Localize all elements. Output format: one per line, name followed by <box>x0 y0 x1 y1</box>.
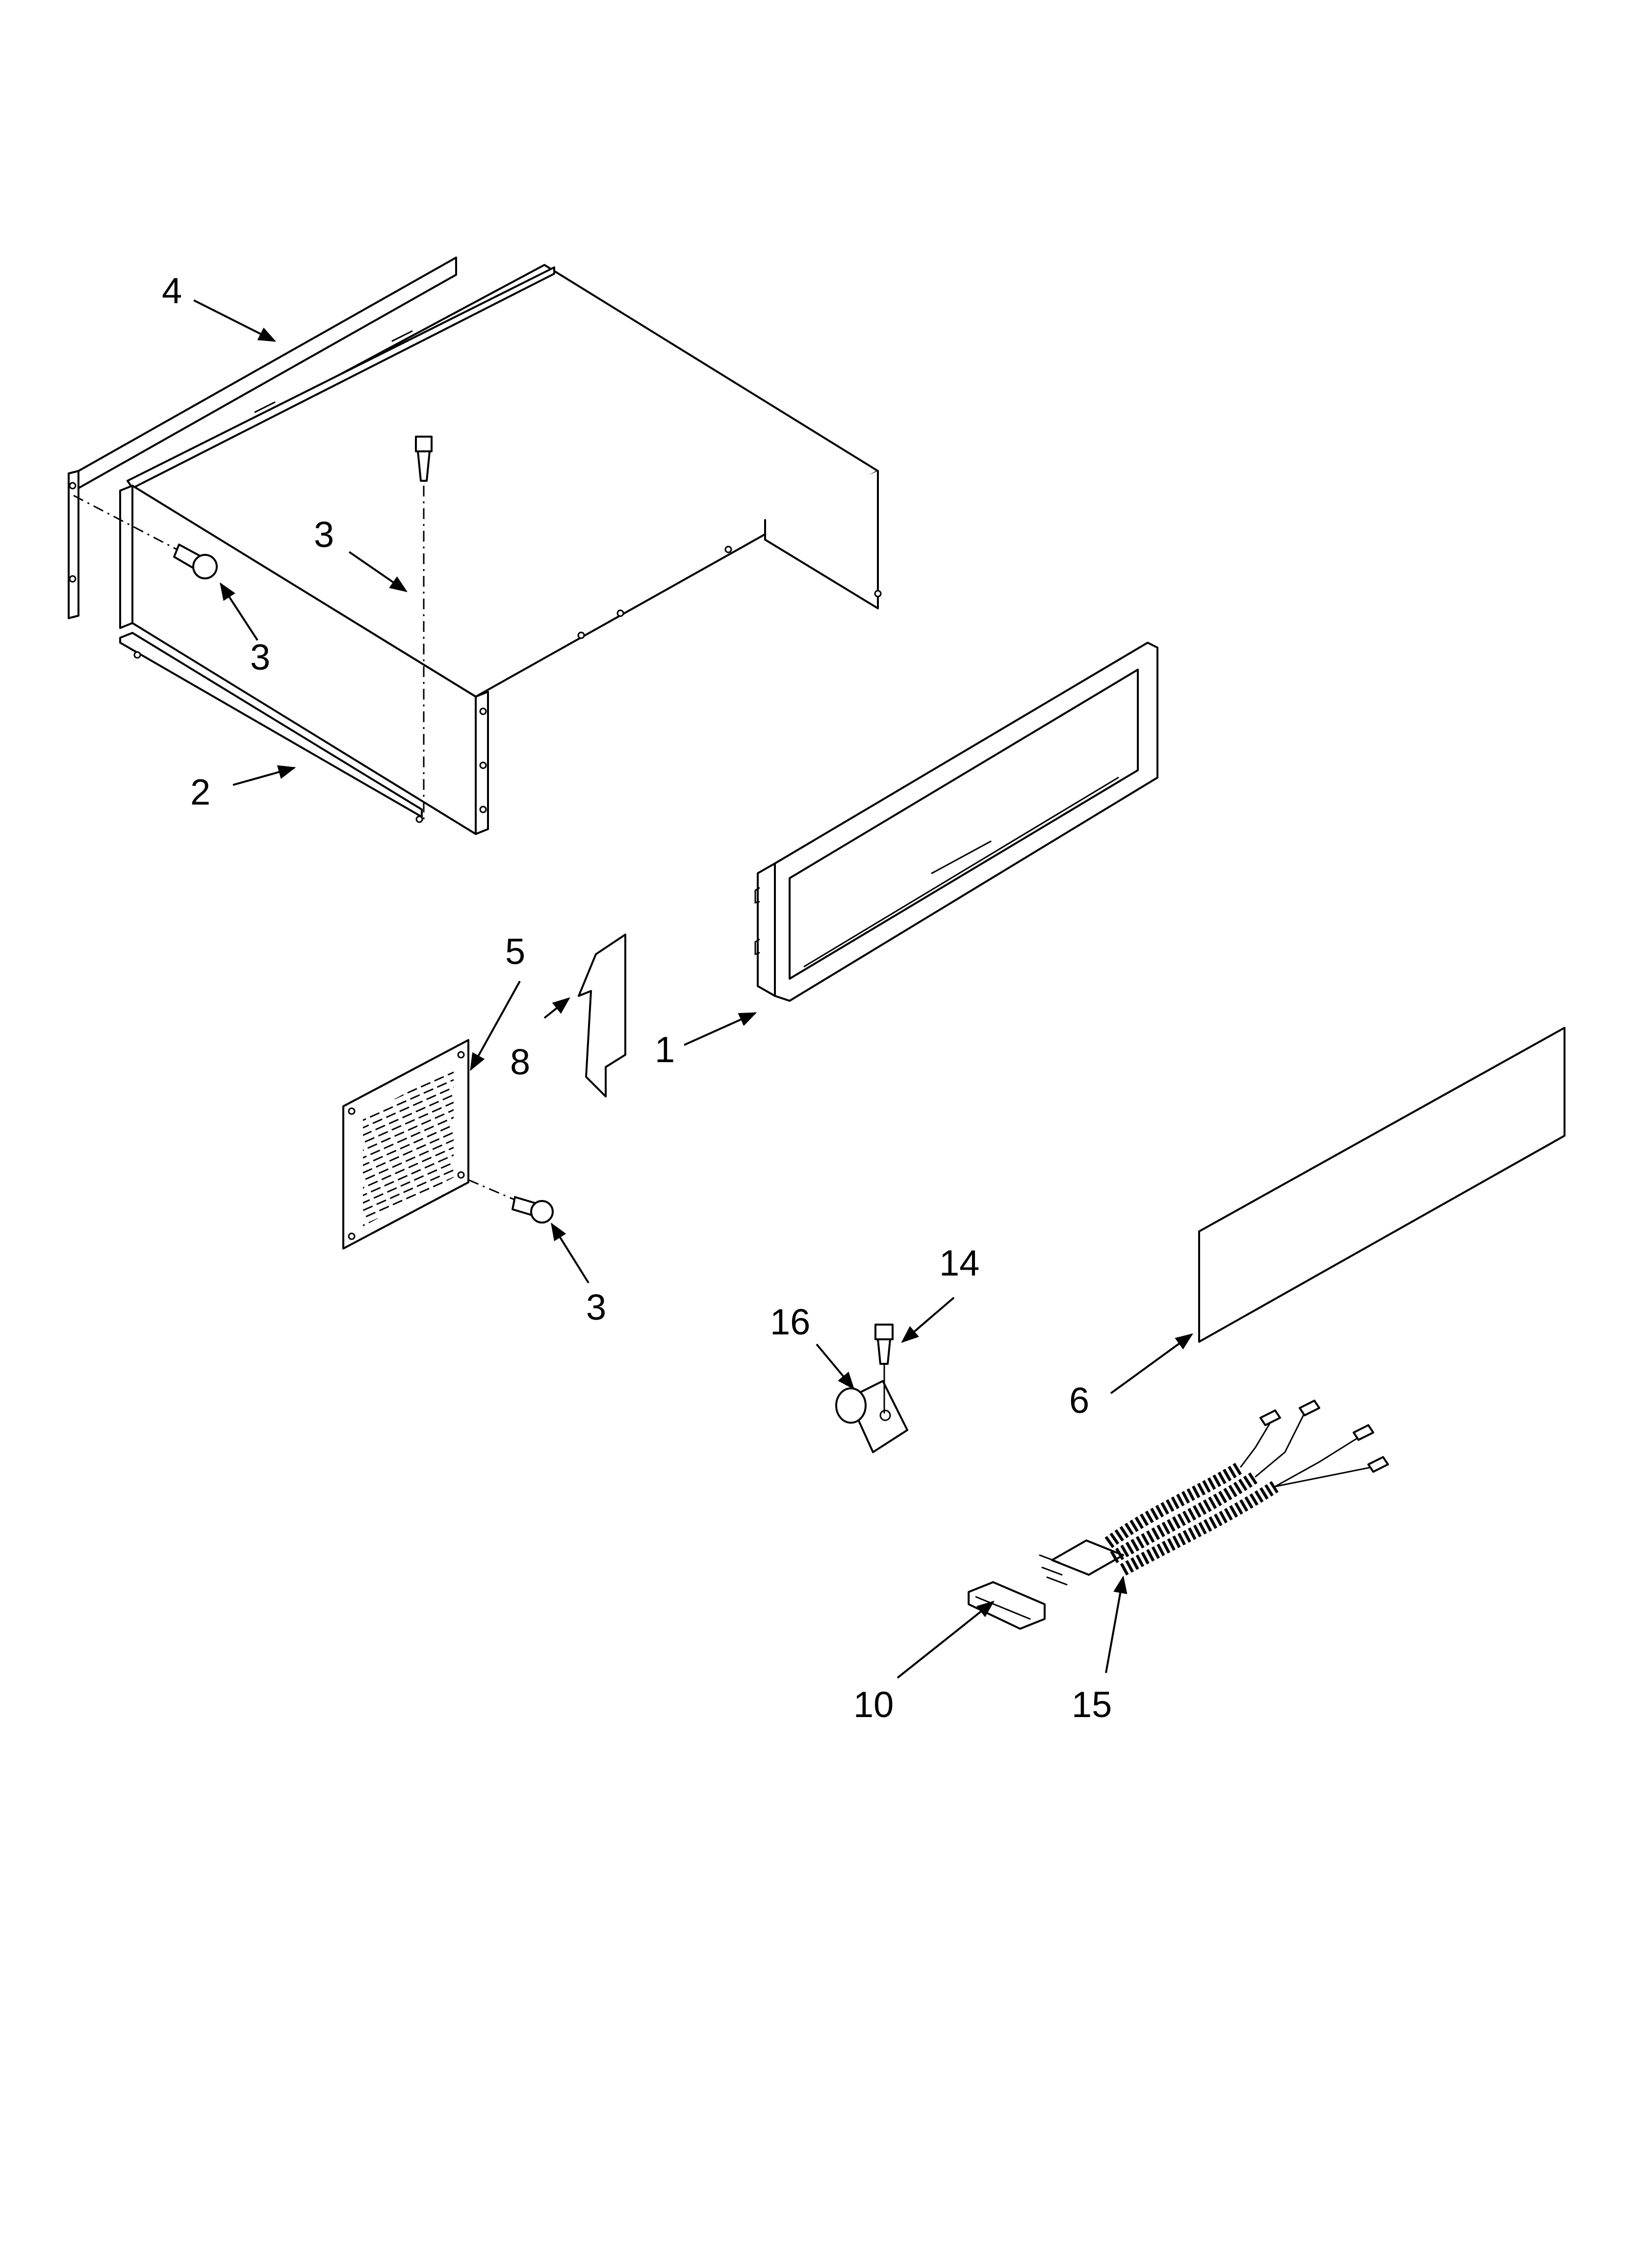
callout-1: 1 <box>655 1029 675 1070</box>
callout-15: 15 <box>1072 1684 1112 1725</box>
connector-clip-part <box>968 1581 1046 1630</box>
screw-housing-left <box>73 495 218 579</box>
callout-6: 6 <box>1069 1380 1089 1421</box>
screw-housing-front <box>415 436 433 819</box>
clamp-screw <box>874 1324 894 1414</box>
housing-part <box>119 264 882 835</box>
callout-3: 3 <box>586 1287 606 1328</box>
callout-5: 5 <box>505 931 525 972</box>
callout-3: 3 <box>314 514 334 555</box>
leader-lines <box>193 299 1193 1679</box>
clamp-part <box>835 1380 908 1453</box>
panel-part <box>1198 1027 1565 1343</box>
callout-2: 2 <box>190 772 210 812</box>
rear-bracket-part <box>68 257 457 619</box>
wire-harness-part <box>1039 1400 1389 1586</box>
grille-part <box>342 1039 469 1250</box>
callout-labels: 4 3 3 2 5 8 1 3 14 16 6 10 15 <box>162 270 1112 1725</box>
callout-4: 4 <box>162 270 182 311</box>
callout-10: 10 <box>853 1684 894 1725</box>
screw-grille <box>468 1179 554 1224</box>
callout-16: 16 <box>770 1302 810 1342</box>
front-frame-part <box>754 642 1158 1002</box>
callout-14: 14 <box>939 1243 979 1283</box>
callout-3: 3 <box>250 637 270 678</box>
insulation-part <box>578 934 626 1097</box>
callout-8: 8 <box>510 1042 530 1082</box>
